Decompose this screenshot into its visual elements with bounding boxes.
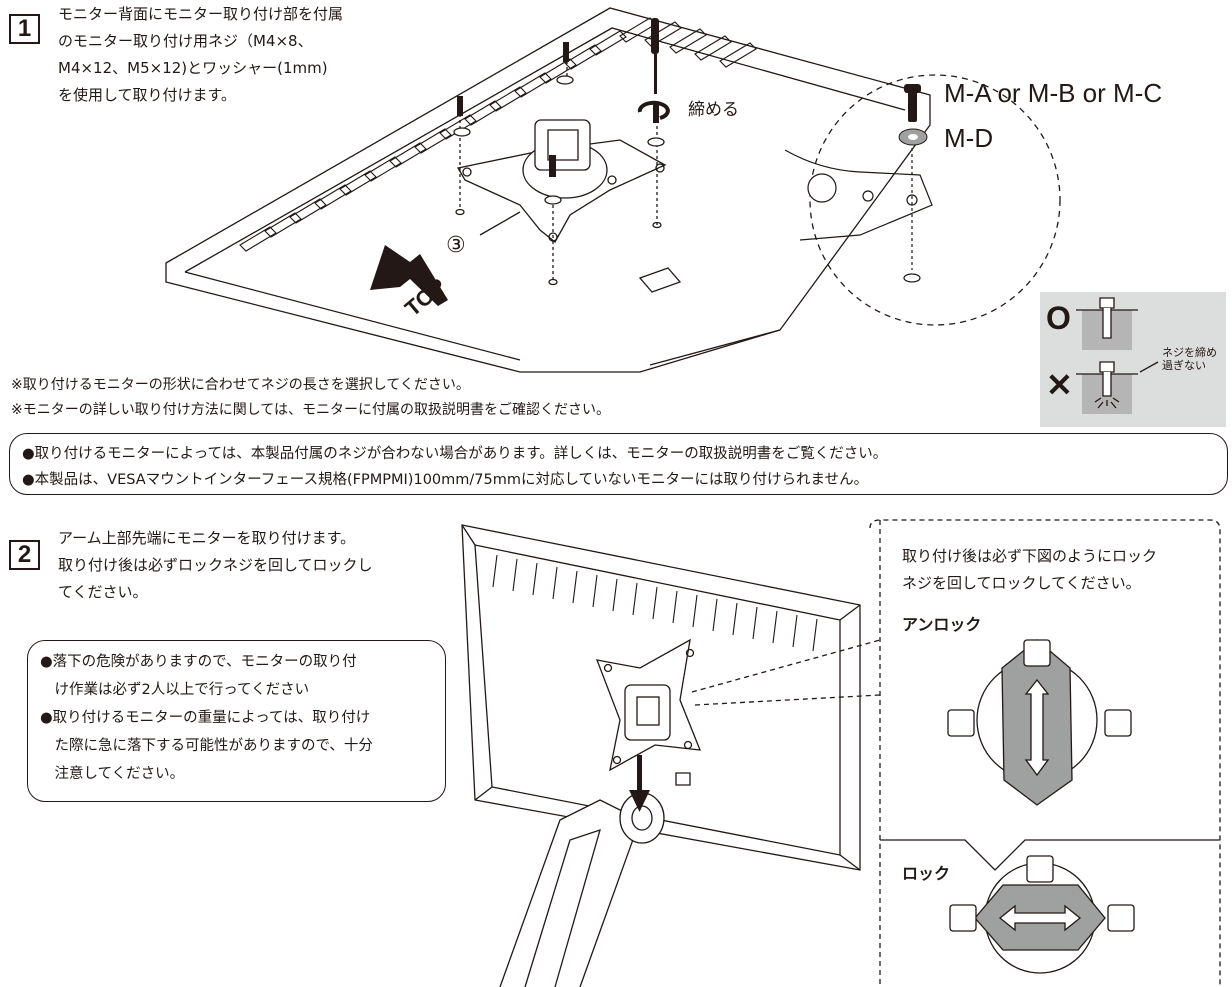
caution-2-line-1: ●落下の危険がありますので、モニターの取り付 — [40, 654, 357, 670]
screw-depth-figures — [1076, 297, 1159, 414]
caution-1-item-1: ●取り付けるモニターによっては、本製品付属のネジが合わない場合があります。詳しく… — [22, 446, 888, 462]
ok-symbol: O — [1046, 300, 1071, 336]
tighten-label: 締める — [688, 100, 739, 120]
step-1-line-1: モニター背面にモニター取り付け部を付属 — [58, 5, 344, 23]
caution-panel-2: ●落下の危険がありますので、モニターの取り付 け作業は必ず2人以上で行ってくださ… — [27, 640, 446, 802]
step-1-line-2: のモニター取り付け用ネジ（M4×8、 — [58, 32, 313, 50]
step-2-line-1: アーム上部先端にモニターを取り付けます。 — [58, 529, 356, 547]
overtighten-note-1: ネジを締め — [1162, 346, 1217, 359]
caution-2-line-2: け作業は必ず2人以上で行ってください — [40, 682, 310, 698]
lock-instruction-2: ネジを回してロックしてください。 — [902, 574, 1141, 592]
caution-panel-1: ●取り付けるモニターによっては、本製品付属のネジが合わない場合があります。詳しく… — [9, 433, 1228, 495]
step-1-line-3: M4×12、M5×12)とワッシャー(1mm) — [58, 59, 328, 77]
unlock-label: アンロック — [902, 615, 982, 634]
lock-label: ロック — [902, 864, 951, 883]
note-monitor-manual: ※モニターの詳しい取り付け方法に関しては、モニターに付属の取扱説明書をご確認くだ… — [11, 402, 611, 418]
note-screw-length: ※取り付けるモニターの形状に合わせてネジの長さを選択してください。 — [11, 377, 470, 393]
step-2-number: 2 — [9, 540, 40, 570]
step-1-line-4: を使用して取り付けます。 — [58, 86, 237, 104]
ng-symbol: ✕ — [1046, 367, 1073, 403]
overtighten-note-2: 過ぎない — [1162, 359, 1206, 372]
step-2-line-3: てください。 — [58, 583, 148, 601]
step-1-number: 1 — [9, 14, 40, 44]
caution-2-line-4: た際に急に落下する可能性がありますので、十分 — [40, 738, 373, 754]
caution-2-line-5: 注意してください。 — [40, 766, 185, 782]
step-2-line-2: 取り付け後は必ずロックネジを回してロックし — [58, 556, 373, 574]
part-number-3: ③ — [446, 233, 466, 258]
caution-1-item-2: ●本製品は、VESAマウントインターフェース規格(FPMPMI)100mm/75… — [22, 472, 869, 488]
lock-instruction-1: 取り付け後は必ず下図のようにロック — [902, 547, 1158, 565]
screw-label: M-A or M-B or M-C — [944, 78, 1163, 108]
caution-2-line-3: ●取り付けるモニターの重量によっては、取り付け — [40, 710, 371, 726]
washer-label: M-D — [944, 123, 994, 153]
monitor-back-illustration — [165, 7, 1061, 373]
screw-depth-comparison — [1040, 292, 1226, 427]
